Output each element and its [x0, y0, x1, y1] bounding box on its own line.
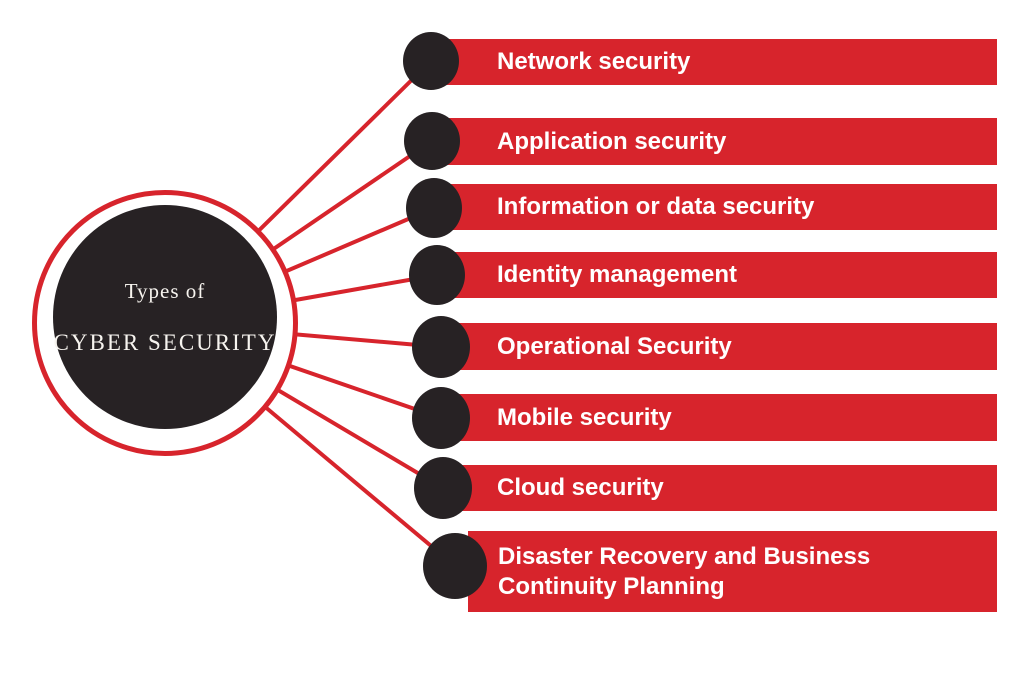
type-label-mobile: Mobile security	[497, 403, 672, 431]
type-label-network: Network security	[497, 48, 691, 75]
type-bar-application: Application security	[442, 118, 997, 165]
type-bar-identity: Identity management	[447, 252, 997, 298]
type-label-cloud: Cloud security	[497, 474, 664, 501]
type-label-application: Application security	[497, 127, 727, 155]
bullet-circle-information	[406, 178, 462, 238]
type-label-operational: Operational Security	[497, 332, 732, 360]
type-bar-operational: Operational Security	[452, 323, 997, 370]
bullet-circle-cloud	[414, 457, 472, 519]
type-label-identity: Identity management	[497, 261, 738, 288]
bullet-circle-operational	[412, 316, 470, 378]
bullet-circle-identity	[409, 245, 465, 305]
bullet-circle-network	[403, 32, 459, 90]
bullet-circle-disaster	[423, 533, 487, 599]
type-label-disaster: Disaster Recovery and Business Continuit…	[498, 542, 871, 600]
type-bar-cloud: Cloud security	[458, 465, 997, 511]
type-bar-mobile: Mobile security	[455, 394, 997, 441]
bullet-circle-mobile	[412, 387, 470, 449]
hub-circle: Types of CYBER SECURITY	[53, 205, 277, 429]
hub-title-line2: CYBER SECURITY	[53, 329, 277, 355]
bullet-circle-application	[404, 112, 460, 170]
type-bar-disaster: Disaster Recovery and Business Continuit…	[468, 531, 997, 612]
type-label-information: Information or data security	[497, 193, 815, 220]
hub-title-line1: Types of	[124, 278, 206, 303]
type-bar-network: Network security	[440, 39, 997, 85]
type-bar-information: Information or data security	[444, 184, 997, 230]
